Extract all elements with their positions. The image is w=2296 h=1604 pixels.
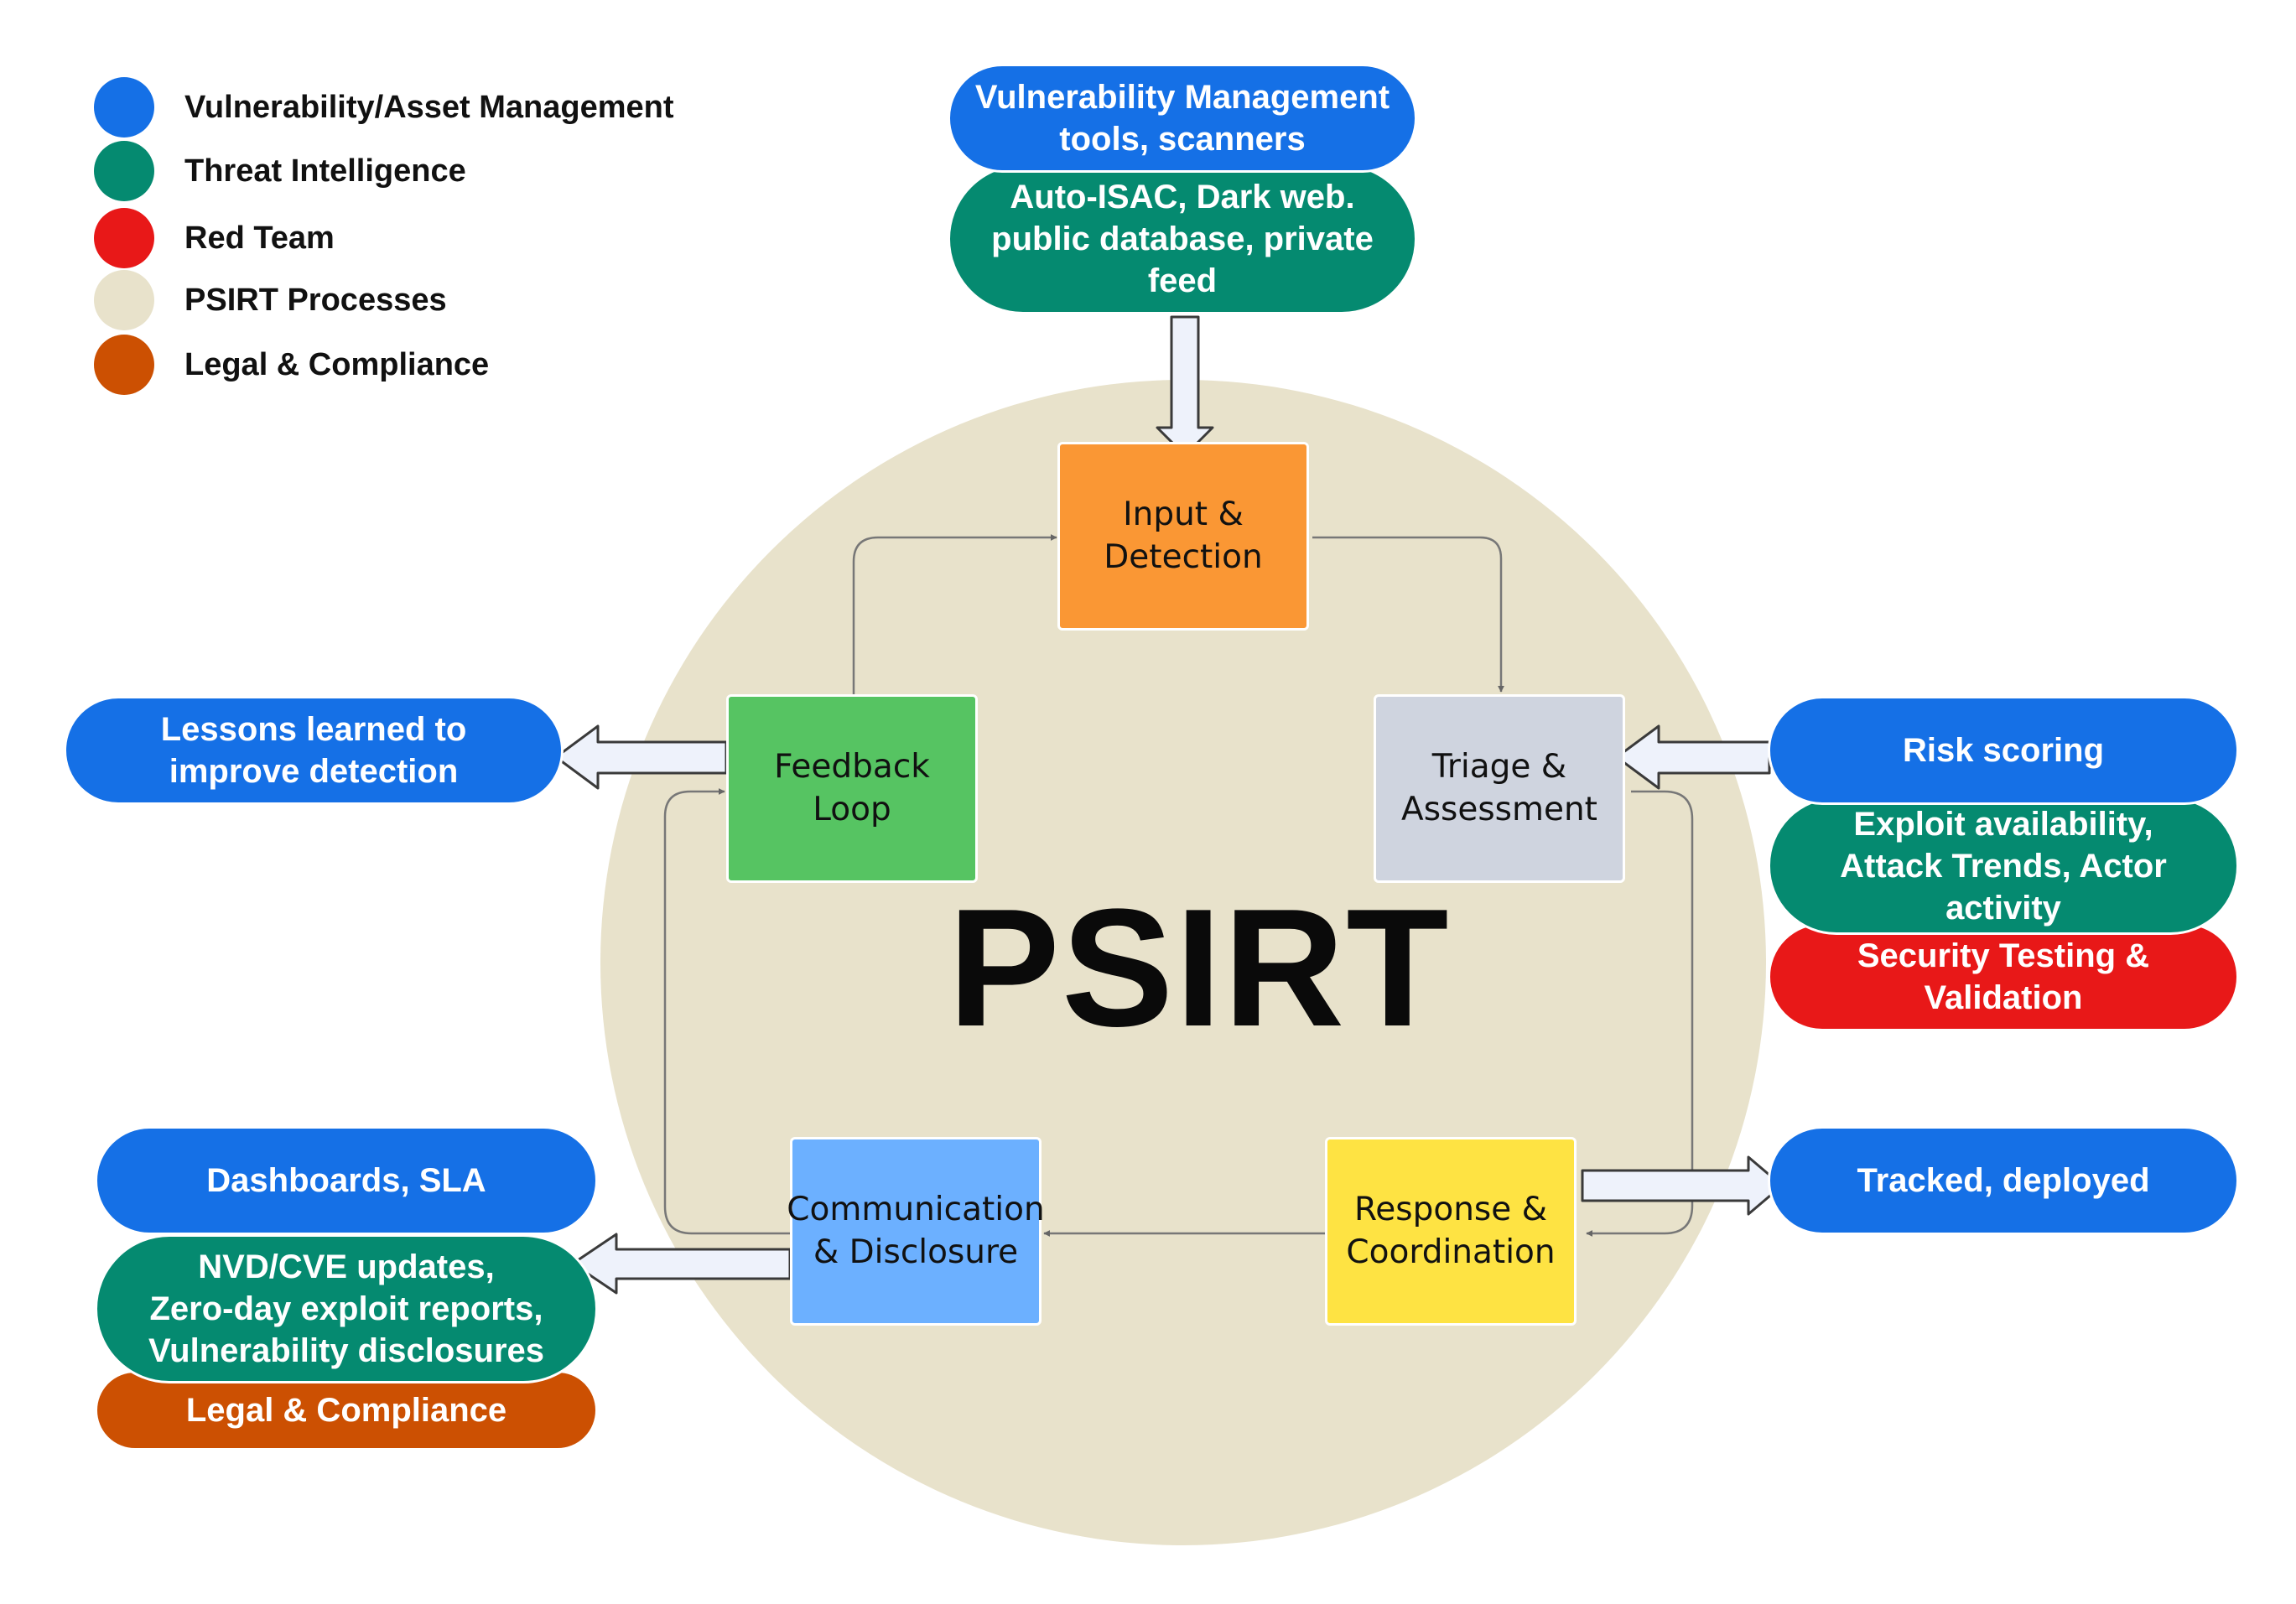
pill-label: Exploit availability, Attack Trends, Act… [1840,805,2167,927]
block-arrow-left-to-nvd [571,1233,792,1295]
pill-vulnerability-tools: Vulnerability Management tools, scanners [948,64,1417,173]
block-arrow-right-to-tracked [1581,1155,1784,1216]
process-feedback-loop: Feedback Loop [726,694,978,883]
process-response-coordination: Response & Coordination [1325,1137,1577,1326]
pill-label: Security Testing & Validation [1857,937,2150,1016]
pill-label: NVD/CVE updates, Zero-day exploit report… [148,1248,544,1369]
flow-input-to-triage [1312,536,1504,693]
pill-label: Legal & Compliance [185,1392,507,1429]
pill-dashboards-sla: Dashboards, SLA [95,1126,598,1235]
legend-item-legal-compliance: Legal & Compliance [94,333,489,397]
block-arrow-left-to-triage [1615,724,1771,790]
process-label: Communication & Disclosure [787,1190,1045,1271]
process-input-detection: Input & Detection [1057,442,1309,631]
page-title: PSIRT [948,875,1451,1062]
pill-lessons-learned: Lessons learned to improve detection [64,696,564,805]
pill-risk-scoring: Risk scoring [1768,696,2239,805]
legend-label: PSIRT Processes [184,282,447,318]
legend-label: Vulnerability/Asset Management [184,89,674,125]
pill-label: Vulnerability Management tools, scanners [974,79,1390,158]
legend-item-vulnerability: Vulnerability/Asset Management [94,75,674,139]
pill-exploit-availability: Exploit availability, Attack Trends, Act… [1768,797,2239,935]
pill-threat-feeds: Auto-ISAC, Dark web. public database, pr… [948,164,1417,314]
pill-tracked-deployed: Tracked, deployed [1768,1126,2239,1235]
legend-dot-beige [94,270,154,330]
legend-item-red-team: Red Team [94,206,335,270]
process-triage-assessment: Triage & Assessment [1374,694,1625,883]
process-label: Feedback Loop [774,747,930,828]
legend-label: Threat Intelligence [184,153,466,189]
legend-label: Red Team [184,220,335,256]
legend-item-psirt-processes: PSIRT Processes [94,268,447,332]
pill-legal-compliance: Legal & Compliance [95,1370,598,1451]
flow-communication-to-feedback [663,788,790,1235]
pill-nvd-cve-updates: NVD/CVE updates, Zero-day exploit report… [95,1234,598,1383]
process-label: Response & Coordination [1346,1190,1556,1271]
flow-triage-to-response [1586,790,1694,1237]
process-label: Triage & Assessment [1401,747,1597,828]
legend-label: Legal & Compliance [184,346,490,382]
legend-item-threat-intelligence: Threat Intelligence [94,139,466,203]
pill-label: Lessons learned to improve detection [160,711,467,790]
block-arrow-left-to-lessons [554,724,728,790]
flow-feedback-to-input [852,534,1057,694]
pill-label: Auto-ISAC, Dark web. public database, pr… [991,179,1374,299]
pill-security-testing: Security Testing & Validation [1768,922,2239,1031]
legend-dot-blue [94,77,154,138]
process-communication-disclosure: Communication & Disclosure [787,1137,1045,1326]
pill-label: Dashboards, SLA [206,1162,486,1199]
legend-dot-red [94,208,154,268]
pill-label: Tracked, deployed [1857,1162,2150,1199]
pill-label: Risk scoring [1902,732,2105,769]
legend-dot-orange [94,335,154,395]
legend-dot-green [94,141,154,201]
block-arrow-down-to-input [1156,315,1214,457]
process-label: Input & Detection [1104,495,1263,576]
